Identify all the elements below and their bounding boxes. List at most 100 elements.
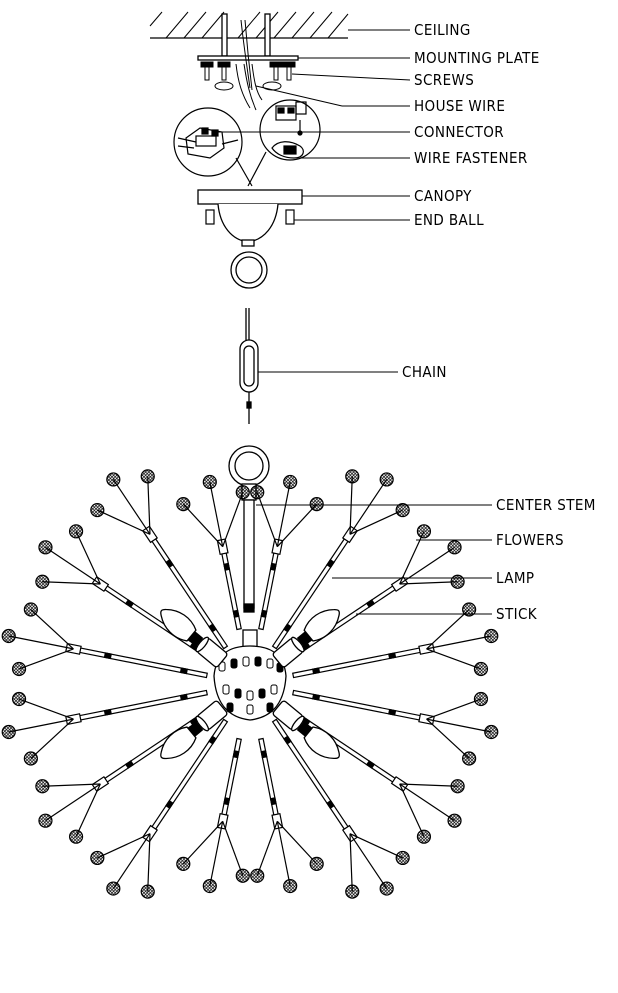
- flower-ball: [68, 829, 84, 844]
- stick: [292, 689, 428, 722]
- label-ceiling: CEILING: [414, 21, 471, 39]
- flower-ball: [462, 751, 477, 766]
- flower-stem: [42, 783, 101, 787]
- label-flowers: FLOWERS: [496, 531, 564, 549]
- flower-stem: [209, 481, 224, 547]
- flower-stem: [399, 581, 458, 585]
- flower-ball: [90, 502, 105, 518]
- flower-stem: [349, 479, 388, 535]
- flower-stem: [8, 635, 74, 650]
- hub-sockets: [218, 656, 284, 715]
- end-ball: [205, 209, 295, 225]
- flower-stem: [399, 783, 455, 822]
- flower-stem: [18, 648, 74, 670]
- label-chain: CHAIN: [402, 363, 447, 381]
- arm: [271, 718, 410, 899]
- flower-stem: [276, 481, 291, 547]
- flower-ball: [447, 540, 462, 555]
- flower-ball: [106, 472, 121, 487]
- center-stem: [228, 445, 270, 613]
- flower-ball: [38, 540, 53, 555]
- flower-stem: [30, 609, 74, 650]
- flower-stem: [30, 718, 74, 759]
- lamps-group: [160, 608, 340, 760]
- arm: [90, 718, 229, 899]
- flower-stem: [97, 833, 151, 859]
- flower-ball: [345, 469, 360, 484]
- flower-stem: [276, 821, 291, 887]
- flower-ball: [484, 628, 499, 644]
- labels: CEILING MOUNTING PLATE SCREWS HOUSE WIRE…: [402, 21, 595, 623]
- flower-ball: [11, 661, 27, 677]
- flower-ball: [345, 884, 360, 899]
- flower-stem: [182, 820, 224, 865]
- flower-stem: [42, 581, 101, 585]
- stick: [271, 532, 353, 650]
- stick: [292, 646, 428, 679]
- flower-ball: [250, 485, 265, 500]
- flower-stem: [222, 821, 244, 876]
- flower-ball: [283, 878, 298, 894]
- flower-ball: [283, 474, 298, 490]
- flower-ball: [416, 829, 432, 844]
- hub-socket: [266, 658, 274, 669]
- flower-stem: [256, 492, 278, 547]
- stick: [72, 689, 208, 722]
- flower-stem: [426, 609, 470, 650]
- flower-stem: [209, 821, 224, 887]
- flower-stem: [426, 718, 470, 759]
- flower-ball: [202, 474, 217, 490]
- arms-group: [1, 469, 499, 899]
- flower-ball: [35, 779, 50, 794]
- center-hub: [213, 629, 287, 721]
- lamp-socket-rim: [290, 715, 305, 732]
- flower-stem: [426, 718, 492, 733]
- mounting-plate: [197, 19, 299, 91]
- label-connector: CONNECTOR: [414, 123, 504, 141]
- flower-stem: [45, 783, 101, 822]
- flower-ball: [379, 472, 394, 487]
- lamp: [160, 700, 228, 760]
- flower-stem: [8, 718, 74, 733]
- flower-stem: [349, 509, 403, 535]
- flower-ball: [11, 691, 27, 707]
- flower-ball: [106, 881, 121, 896]
- flower-stem: [112, 833, 151, 889]
- lamp: [272, 700, 340, 760]
- lamp-socket-rim: [195, 715, 210, 732]
- label-house-wire: HOUSE WIRE: [414, 97, 505, 115]
- lamp-socket-rim: [290, 636, 305, 653]
- house-wire: [235, 63, 263, 111]
- callouts: [218, 29, 492, 615]
- lamp-bulb: [296, 721, 340, 760]
- flower-ball: [38, 813, 53, 828]
- label-wire-fastener: WIRE FASTENER: [414, 149, 528, 167]
- flower-stem: [276, 820, 318, 865]
- flower-ball: [395, 502, 410, 518]
- lamp-socket-rim: [195, 636, 210, 653]
- flower-ball: [484, 724, 499, 740]
- flower-stem: [399, 783, 425, 837]
- flower-ball: [450, 574, 465, 589]
- label-mounting-plate: MOUNTING PLATE: [414, 49, 540, 67]
- flower-stem: [349, 833, 388, 889]
- flower-ball: [35, 574, 50, 589]
- flower-ball: [379, 881, 394, 896]
- flower-ball: [176, 856, 191, 871]
- flower-ball: [473, 661, 489, 677]
- flower-stem: [426, 648, 482, 670]
- hub-socket: [266, 702, 274, 713]
- label-stick: STICK: [496, 605, 538, 623]
- flower-ball: [395, 850, 410, 866]
- flower-ball: [1, 724, 16, 740]
- flower-ball: [235, 868, 250, 883]
- flower-stem: [97, 509, 151, 535]
- flower-stem: [426, 698, 482, 720]
- hub-socket: [230, 658, 238, 669]
- hub-socket: [270, 684, 278, 695]
- canopy: [197, 189, 303, 247]
- hub-socket: [222, 684, 230, 695]
- flower-ball: [450, 779, 465, 794]
- arm: [292, 689, 499, 766]
